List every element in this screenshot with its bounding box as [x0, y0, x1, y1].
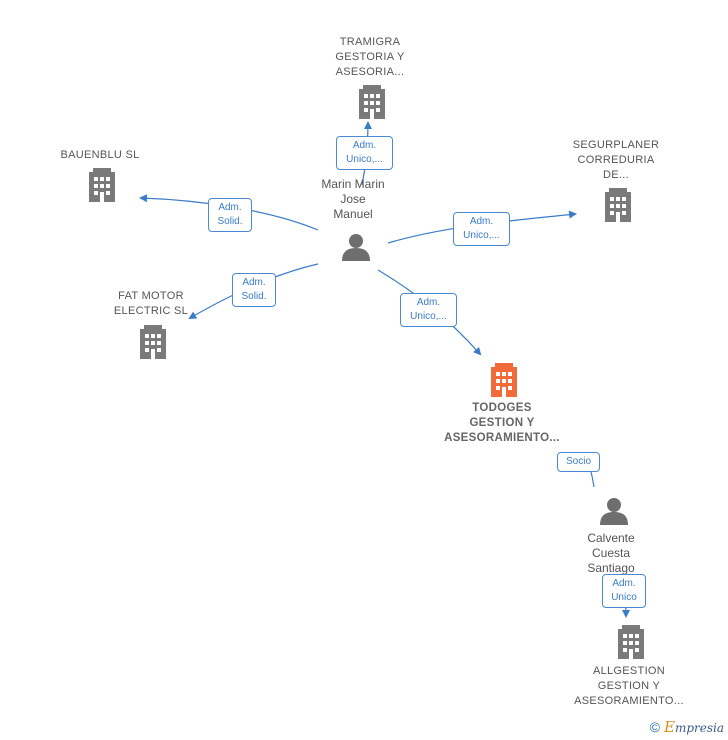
person-label-marin[interactable]: Marin Marin Jose Manuel [321, 177, 385, 221]
building-icon [89, 168, 115, 202]
person-label-calvente[interactable]: Calvente Cuesta Santiago [587, 531, 635, 575]
person-icon [600, 498, 628, 525]
company-label-segurplaner[interactable]: SEGURPLANER CORREDURIA DE... [572, 139, 660, 181]
edge-label-allgestion: Adm. Unico [602, 574, 646, 608]
company-label-tramigra[interactable]: TRAMIGRA GESTORIA Y ASESORIA... [335, 36, 405, 78]
building-icon [605, 188, 631, 222]
building-icon [140, 325, 166, 359]
edge-label-segurplaner: Adm. Unico,... [453, 212, 510, 246]
brand-logo: © Empresia [650, 718, 724, 736]
brand-name: Empresia [663, 718, 724, 736]
edge-label-bauenblu: Adm. Solid. [208, 198, 252, 232]
building-icon [491, 363, 517, 397]
edge-label-socio: Socio [557, 452, 600, 472]
building-icon [359, 85, 385, 119]
company-label-allgestion[interactable]: ALLGESTION GESTION Y ASESORAMIENTO... [574, 665, 684, 707]
person-icon [342, 234, 370, 261]
company-label-fatmotor[interactable]: FAT MOTOR ELECTRIC SL [113, 290, 189, 317]
edge-label-tramigra: Adm. Unico,... [336, 136, 393, 170]
building-icon [618, 625, 644, 659]
company-label-bauenblu[interactable]: BAUENBLU SL [60, 149, 140, 161]
copyright-icon: © [649, 719, 660, 735]
edge-label-fatmotor: Adm. Solid. [232, 273, 276, 307]
edge-label-todoges: Adm. Unico,... [400, 293, 457, 327]
company-label-todoges[interactable]: TODOGES GESTION Y ASESORAMIENTO... [444, 402, 560, 444]
